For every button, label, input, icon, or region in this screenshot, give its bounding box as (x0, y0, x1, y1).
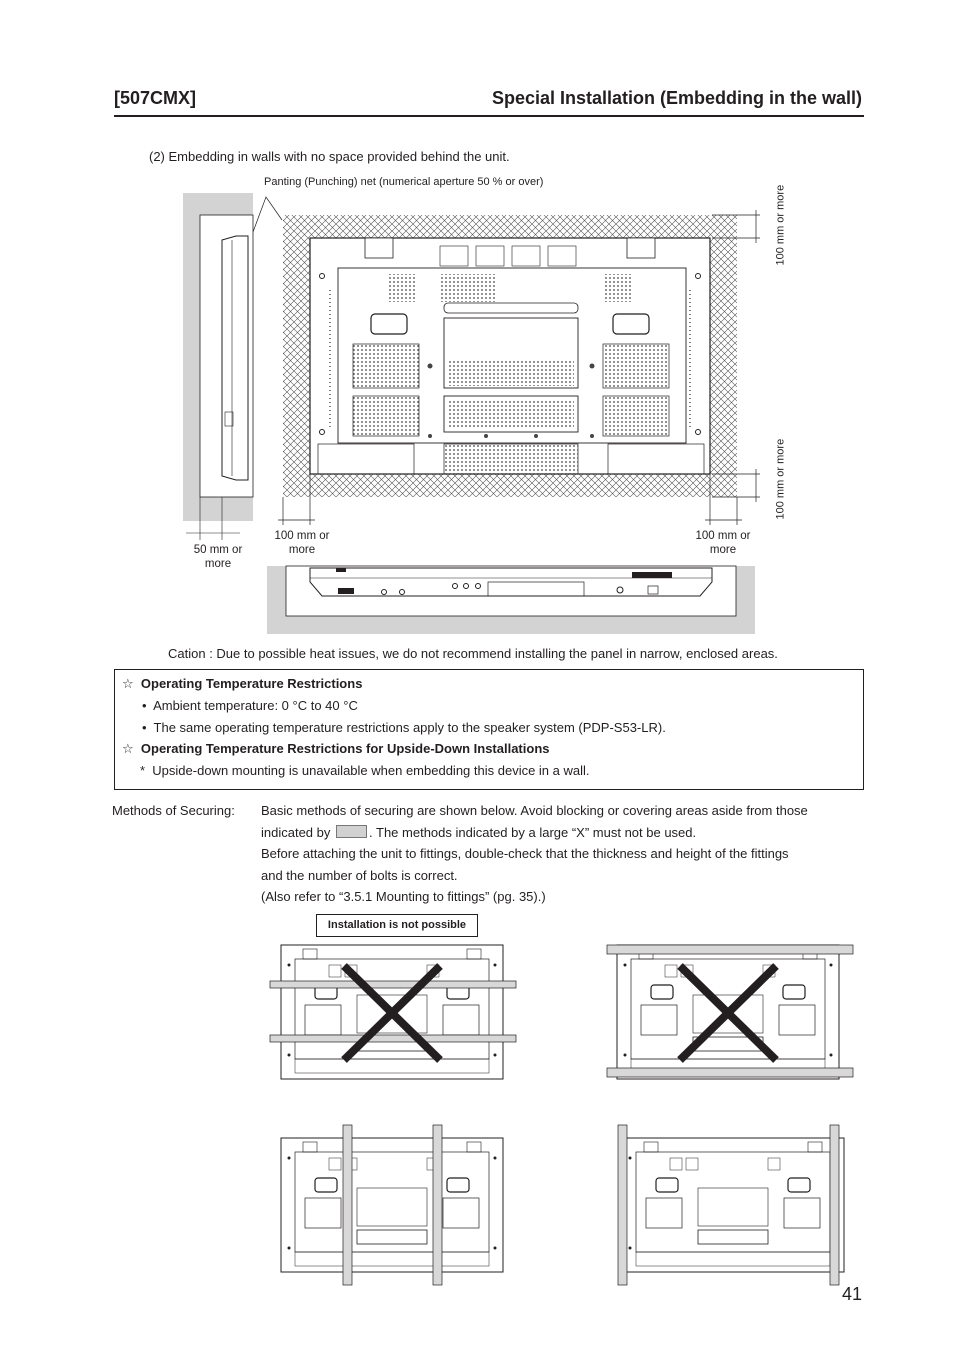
side-view (183, 193, 254, 540)
method-horizontal-bars-not-allowed (269, 944, 517, 1080)
restriction-bullet-1: • Ambient temperature: 0 °C to 40 °C (142, 698, 358, 713)
dimension-lines (278, 210, 760, 525)
model-label: [507CMX] (114, 88, 197, 108)
securing-text: Basic methods of securing are shown belo… (261, 803, 808, 904)
method-vertical-outer-bars (617, 1124, 845, 1286)
restriction-heading-2: ☆ Operating Temperature Restrictions for… (122, 741, 550, 756)
not-possible-label: Installation is not possible (316, 914, 478, 937)
dim-bottom-left: 100 mm or more (274, 530, 330, 556)
unit-rear-view (309, 237, 711, 475)
restriction-heading-1: ☆ Operating Temperature Restrictions (122, 676, 363, 691)
restriction-bullet-2: • The same operating temperature restric… (142, 720, 666, 735)
method-top-bottom-bars-not-allowed (606, 944, 854, 1080)
securing-label: Methods of Securing: (112, 803, 235, 818)
restrictions-box: ☆ Operating Temperature Restrictions • A… (114, 669, 864, 790)
net-label: Panting (Punching) net (numerical apertu… (264, 176, 544, 188)
star-icon: ☆ (122, 676, 134, 691)
dim-side-left: 50 mm or more (193, 544, 243, 570)
restriction-note: * Upside-down mounting is unavailable wh… (140, 763, 590, 778)
star-icon: ☆ (122, 741, 134, 756)
unit-bottom-view (267, 565, 755, 634)
method-vertical-inner-bars (280, 1124, 504, 1286)
page-title: Special Installation (Embedding in the w… (491, 88, 862, 108)
page-number: 41 (841, 1284, 862, 1304)
header-rule (114, 115, 864, 117)
caution-text: Cation : Due to possible heat issues, we… (168, 646, 778, 661)
section-heading: (2) Embedding in walls with no space pro… (149, 149, 510, 164)
allowed-area-swatch (336, 824, 368, 838)
dim-bottom-far-right: 100 mm or more (695, 530, 751, 556)
